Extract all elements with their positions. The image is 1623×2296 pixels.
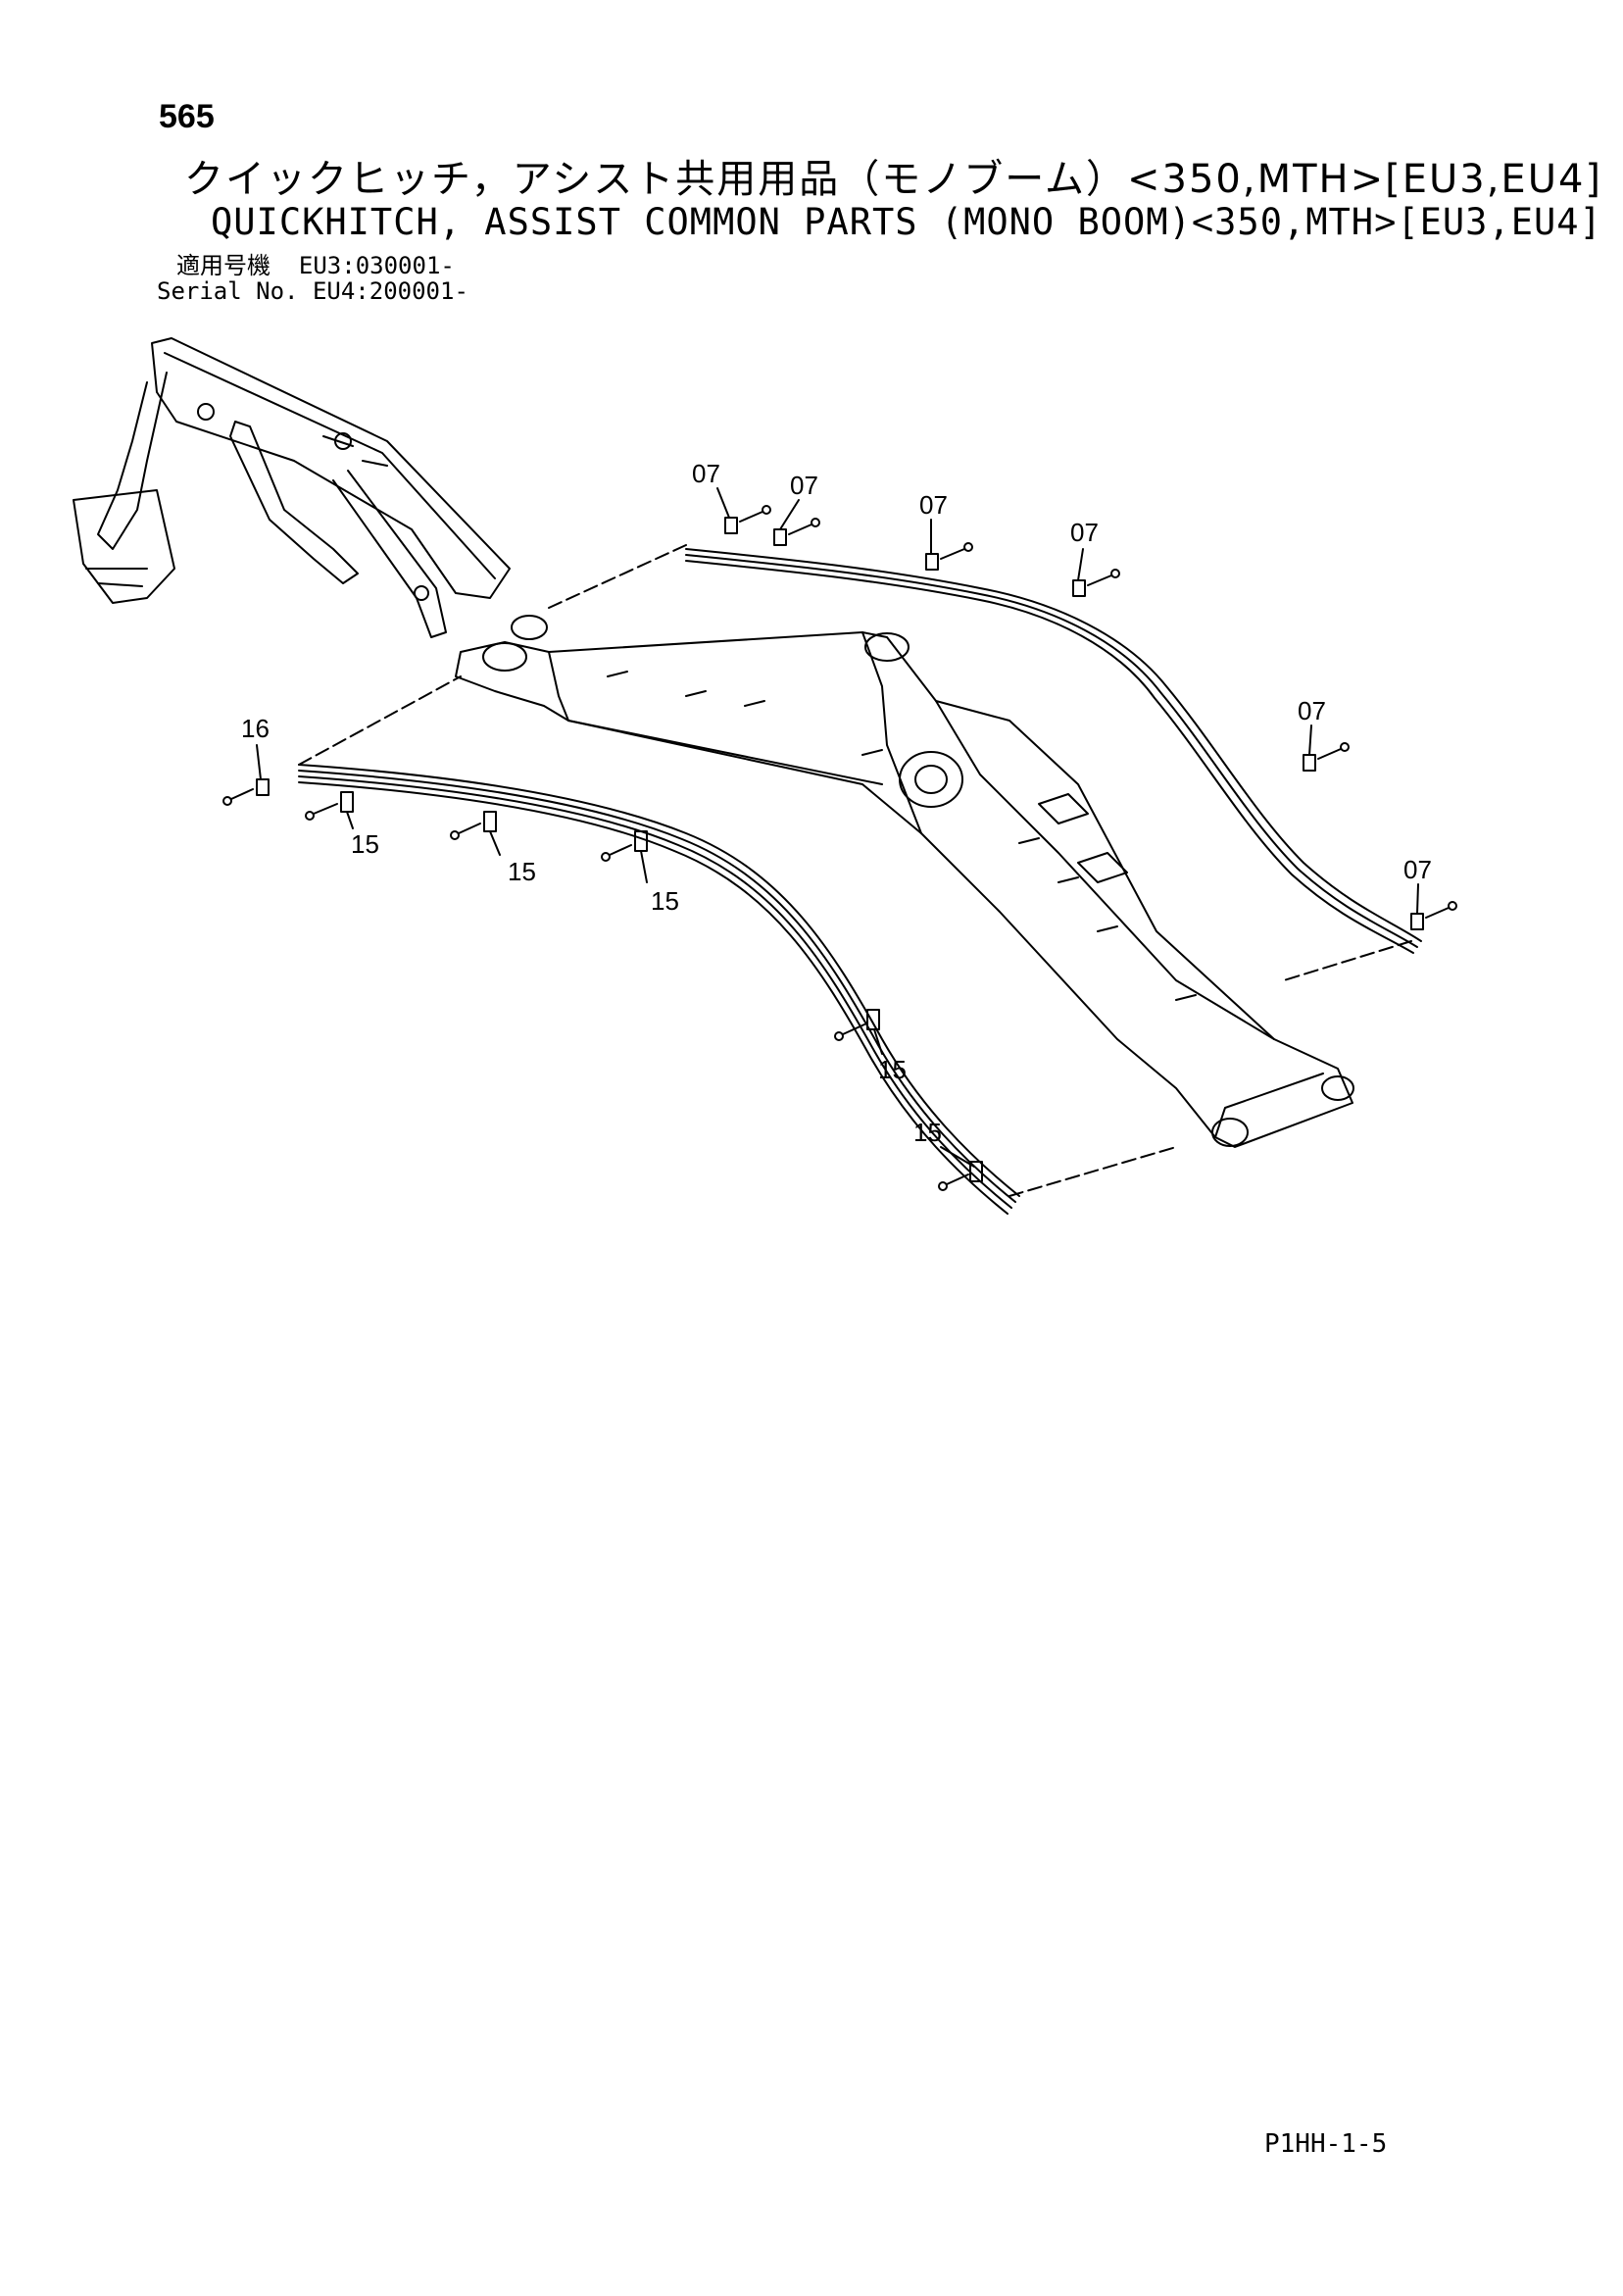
serial-block: 適用号機 EU3:030001- Serial No. EU4:200001- bbox=[157, 253, 468, 304]
parts-diagram: 07 07 07 07 07 07 16 15 15 15 15 15 bbox=[73, 337, 1457, 1215]
page-title-japanese: クイックヒッチ，アシスト共用用品（モノブーム）<350,MTH>[EU3,EU4… bbox=[184, 157, 1603, 202]
reference-arm-illustration bbox=[73, 337, 511, 638]
assembly-leader-lines bbox=[298, 544, 1412, 1197]
serial-label-en: Serial No. bbox=[157, 277, 299, 305]
callout-16: 16 bbox=[241, 714, 270, 743]
callout-15d: 15 bbox=[878, 1055, 907, 1084]
callout-leaders bbox=[256, 487, 1419, 1168]
callout-15e: 15 bbox=[913, 1118, 942, 1147]
serial-eu4: EU4:200001- bbox=[312, 277, 468, 305]
callout-07b: 07 bbox=[790, 471, 818, 500]
footer-drawing-code: P1HH-1-5 bbox=[1264, 2129, 1388, 2159]
bolts bbox=[222, 505, 1457, 1191]
callout-07c: 07 bbox=[919, 490, 948, 520]
hose-clamps bbox=[256, 517, 1424, 1182]
upper-hose-bundle bbox=[685, 548, 1422, 954]
lower-hose-bundle bbox=[298, 764, 1020, 1215]
callout-15b: 15 bbox=[508, 857, 536, 886]
serial-label-jp: 適用号機 bbox=[176, 252, 270, 279]
serial-eu3: EU3:030001- bbox=[298, 252, 455, 279]
callout-15c: 15 bbox=[651, 886, 679, 916]
callout-07f: 07 bbox=[1403, 855, 1432, 884]
callout-07a: 07 bbox=[692, 459, 720, 488]
callout-07d: 07 bbox=[1070, 518, 1099, 547]
callout-15a: 15 bbox=[351, 829, 379, 859]
page-number: 565 bbox=[159, 98, 215, 135]
mono-boom-illustration bbox=[455, 615, 1354, 1148]
page-title-english: QUICKHITCH, ASSIST COMMON PARTS (MONO BO… bbox=[211, 201, 1602, 243]
callout-07e: 07 bbox=[1298, 696, 1326, 725]
